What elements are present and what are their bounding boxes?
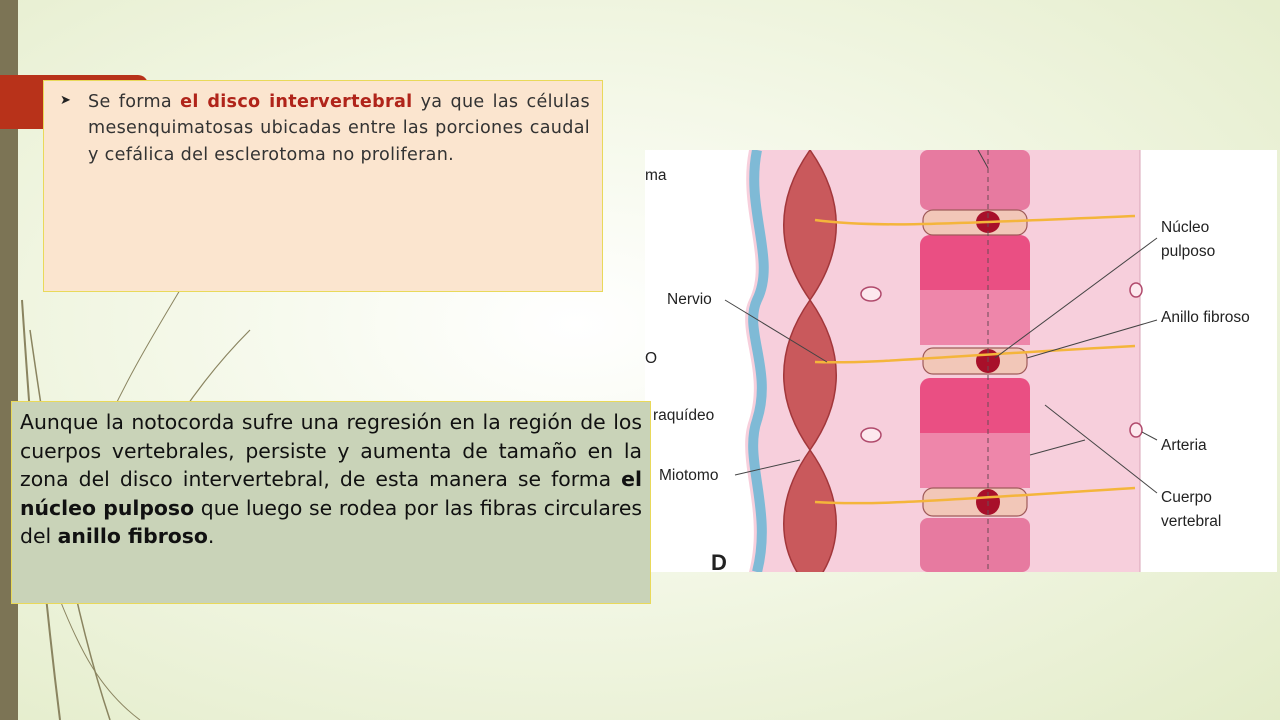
- top-text-highlight: el disco intervertebral: [180, 92, 413, 112]
- label-o: O: [645, 350, 657, 367]
- bottom-text-bold-1: el núcleo pulposo: [20, 467, 642, 520]
- bottom-text-part-2: que luego se rodea por las fibras circul…: [20, 495, 643, 549]
- label-miotomo: Miotomo: [659, 467, 718, 484]
- top-text-box: ➤ Se forma el disco intervertebral ya qu…: [43, 80, 603, 292]
- label-cuerpo-1: Cuerpo: [1161, 489, 1212, 506]
- arrow-bullet-icon: ➤: [60, 93, 71, 108]
- bottom-text-box: Aunque la notocorda sufre una regresión …: [11, 401, 651, 604]
- panel-letter: D: [711, 550, 727, 572]
- label-raquideo: raquídeo: [653, 407, 714, 424]
- top-text-part-2: ya que las células mesenquimatosas ubica…: [88, 92, 590, 165]
- label-nucleo-2: pulposo: [1161, 243, 1215, 260]
- bottom-text-bold-2: anillo fibroso: [57, 524, 208, 549]
- label-arteria: Arteria: [1161, 437, 1207, 454]
- label-ma: ma: [645, 167, 667, 184]
- label-cuerpo-2: vertebral: [1161, 513, 1221, 530]
- top-text: Se forma el disco intervertebral ya que …: [88, 89, 590, 168]
- bottom-text: Aunque la notocorda sufre una regresión …: [20, 408, 642, 551]
- vertebral-diagram: ma Nervio O raquídeo Miotomo Núcleo pulp…: [645, 150, 1277, 572]
- label-anillo: Anillo fibroso: [1161, 309, 1250, 326]
- label-nucleo-1: Núcleo: [1161, 219, 1209, 236]
- bottom-text-part-3: .: [207, 524, 215, 549]
- bottom-text-part-1: Aunque la notocorda sufre una regresión …: [20, 410, 642, 492]
- top-text-part-1: Se forma: [88, 92, 181, 112]
- label-nervio: Nervio: [667, 291, 712, 308]
